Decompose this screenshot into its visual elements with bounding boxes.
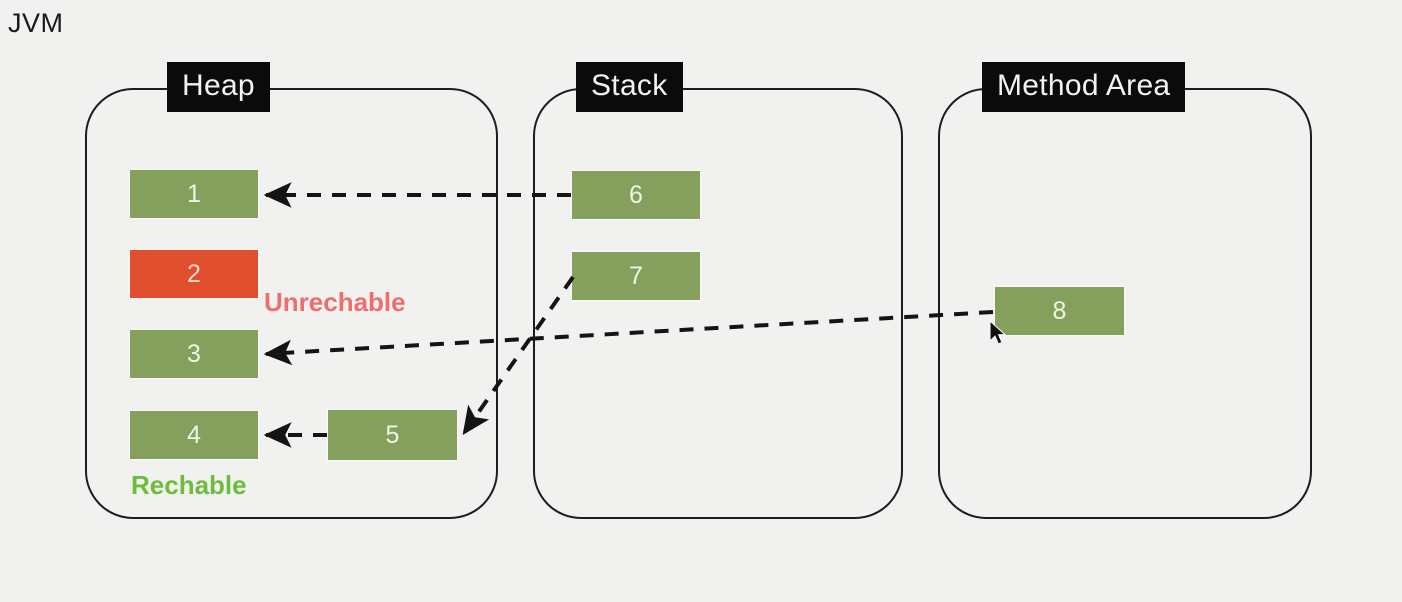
heap-block-5[interactable]: 5 <box>328 410 457 460</box>
heap-block-4[interactable]: 4 <box>130 411 258 459</box>
stack-block-7-label: 7 <box>629 261 643 290</box>
region-stack-label: Stack <box>576 62 683 112</box>
region-stack <box>533 88 903 519</box>
region-heap-label: Heap <box>167 62 270 112</box>
region-method-area-label: Method Area <box>982 62 1186 112</box>
stack-block-6-label: 6 <box>629 180 643 209</box>
stack-block-6[interactable]: 6 <box>572 171 700 219</box>
heap-block-3-label: 3 <box>187 339 201 368</box>
heap-block-5-label: 5 <box>385 420 400 449</box>
method-area-block-8[interactable]: 8 <box>995 287 1124 335</box>
jvm-title: JVM <box>8 8 64 38</box>
stack-block-7[interactable]: 7 <box>572 252 700 300</box>
heap-block-1[interactable]: 1 <box>130 170 258 218</box>
heap-block-2-label: 2 <box>187 259 201 288</box>
heap-block-2[interactable]: 2 <box>130 250 258 298</box>
heap-block-3[interactable]: 3 <box>130 330 258 378</box>
annotation-unreachable: Unrechable <box>264 287 406 317</box>
method-area-block-8-label: 8 <box>1052 296 1067 325</box>
heap-block-1-label: 1 <box>187 179 201 208</box>
annotation-reachable: Rechable <box>131 470 247 500</box>
heap-block-4-label: 4 <box>187 420 201 449</box>
